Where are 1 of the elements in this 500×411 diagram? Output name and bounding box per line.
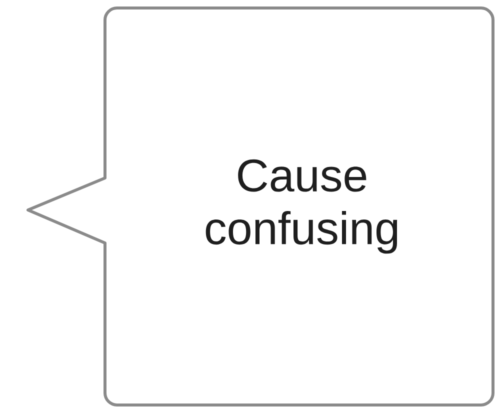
speech-bubble: Cause confusing <box>26 6 494 406</box>
